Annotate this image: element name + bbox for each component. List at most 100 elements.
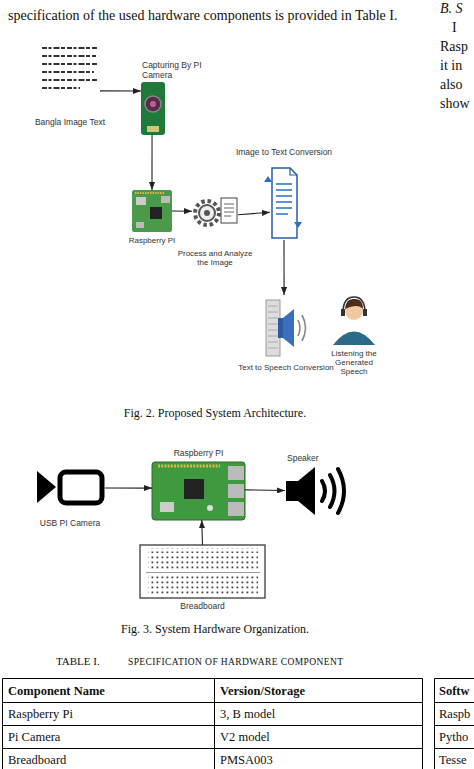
speaker-symbol <box>322 469 344 513</box>
table-grid <box>3 679 423 769</box>
node-label: Image to Text Conversion <box>229 148 339 158</box>
raspberry-board-image <box>228 466 244 480</box>
breadboard-image <box>140 545 265 598</box>
node-label: Bangla Image Text <box>25 118 115 128</box>
pi-camera-image <box>145 96 161 112</box>
table-cell: Pi Camera <box>8 729 208 745</box>
process-gear-image <box>199 205 215 221</box>
speech-speaker-image <box>298 315 306 341</box>
speech-speaker-image <box>266 300 306 356</box>
document-image <box>290 168 297 175</box>
board-node: Raspberry PI <box>132 190 172 232</box>
document-image <box>264 168 302 238</box>
usb-camera-node: USB PI Camera <box>35 468 105 505</box>
process-node: Process and Analyze the Image <box>192 195 238 240</box>
node-caption: Raspberry PI <box>117 236 187 245</box>
camera-node: Capturing By PI Camera <box>141 82 165 135</box>
raspberry-board-image <box>228 484 244 498</box>
node-label: Speaker <box>287 454 347 464</box>
speech-speaker-image <box>283 309 294 347</box>
table-cell: Breadboard <box>8 752 208 768</box>
node-label: Text to Speech Conversion <box>231 363 341 372</box>
bangla-text-image <box>40 42 100 94</box>
body-text: specification of the used hardware compo… <box>8 6 420 26</box>
raspberry-board-image <box>136 222 144 228</box>
raspberry-board-image <box>161 196 170 203</box>
table-header-cell: Version/Storage <box>220 683 420 699</box>
body-text: Rasp <box>440 37 474 57</box>
speech-speaker-image <box>268 306 278 348</box>
listener-node: Listening the Generated Speech <box>330 295 378 345</box>
breadboard-image <box>148 548 258 553</box>
process-gear-image <box>204 210 210 216</box>
table-header-cell: Component Name <box>8 683 208 699</box>
table-cell: Raspberry Pi <box>8 706 208 722</box>
table-cell: V2 model <box>220 729 420 745</box>
listener-image <box>333 332 375 346</box>
figure-caption: Fig. 2. Proposed System Architecture. <box>0 405 430 421</box>
node-label: Raspberry PI <box>117 236 187 245</box>
node-caption: Bangla Image Text <box>25 118 115 128</box>
raspberry-board-image <box>158 465 220 468</box>
process-gear-image <box>224 204 234 216</box>
node-caption: USB PI Camera <box>25 519 115 529</box>
node-caption: Image to Text Conversion <box>229 148 339 158</box>
listener-image <box>343 297 365 313</box>
breadboard-image <box>148 556 258 570</box>
table-cell: Raspb <box>439 706 474 722</box>
node-label: USB PI Camera <box>25 519 115 529</box>
usb-camera-symbol <box>60 472 102 503</box>
node-caption: Process and Analyze the Image <box>171 249 259 267</box>
table-grid <box>3 679 474 769</box>
raspberry-board-image <box>150 207 162 219</box>
speech-speaker-image <box>278 318 283 338</box>
node-caption: Listening the Generated Speech <box>326 349 382 377</box>
node-caption: Capturing By PI Camera <box>142 61 210 81</box>
breadboard-image <box>140 545 265 598</box>
breadboard-image <box>148 591 258 596</box>
section-heading: B. S <box>440 0 474 19</box>
body-text: also <box>440 75 474 95</box>
breadboard-image <box>148 575 258 589</box>
board-node: Raspberry PI <box>152 462 245 520</box>
table-cell: Tesse <box>439 752 474 768</box>
node-label: Breadboard <box>158 602 248 612</box>
text-image-node: Bangla Image Text <box>40 42 100 94</box>
process-gear-image <box>195 201 219 225</box>
raspberry-board-image <box>135 192 165 194</box>
speaker-symbol <box>286 467 315 515</box>
figure-caption: Fig. 3. System Hardware Organization. <box>0 621 430 637</box>
arrow-connector <box>151 135 152 190</box>
process-gear-image <box>221 198 237 223</box>
breadboard-image <box>146 572 260 573</box>
table-cell: PMSA003 <box>220 752 420 768</box>
raspberry-board-image <box>228 502 244 516</box>
raspberry-board-image <box>184 479 204 499</box>
raspberry-board-image <box>132 190 172 232</box>
arrow-connector <box>100 90 141 91</box>
body-text: show <box>440 94 474 114</box>
node-caption: Text to Speech Conversion <box>231 363 341 372</box>
breadboard-node: Breadboard <box>140 545 265 598</box>
document-image <box>272 168 297 238</box>
listener-image <box>345 299 363 309</box>
document-image <box>264 176 302 228</box>
speech-node: Text to Speech Conversion <box>262 295 310 358</box>
raspberry-board-image <box>152 462 245 520</box>
body-text: it in <box>440 56 474 76</box>
speaker-symbol <box>286 467 344 515</box>
body-text: I <box>452 18 474 38</box>
node-caption: Raspberry PI <box>154 449 244 459</box>
pi-camera-image <box>150 101 156 107</box>
table-cell: 3, B model <box>220 706 420 722</box>
node-label: Process and Analyze the Image <box>171 249 259 267</box>
node-label: Capturing By PI Camera <box>142 61 210 81</box>
pi-camera-image <box>147 126 159 132</box>
arrow-connector <box>201 520 203 545</box>
table-number: TABLE I. <box>56 653 126 669</box>
arrow-connector <box>245 489 285 491</box>
node-caption: Breadboard <box>158 602 248 612</box>
raspberry-board-image <box>152 462 245 520</box>
